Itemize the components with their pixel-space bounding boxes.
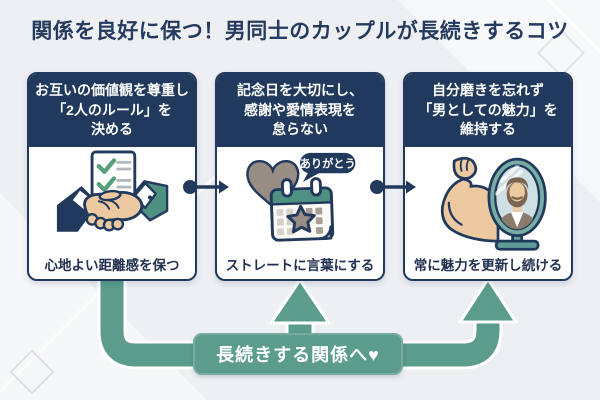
flexing-arm — [440, 156, 500, 243]
handshake — [56, 180, 169, 232]
card-self-improvement-body: 常に魅力を更新し続ける — [405, 150, 571, 279]
heading-line: 決める — [91, 121, 133, 137]
card-self-improvement-caption: 常に魅力を更新し続ける — [413, 258, 563, 273]
card-rules-heading: お互いの価値観を尊重し 「2人のルール」を 決める — [29, 74, 195, 147]
heading-line: 「男としての魅力」を — [418, 101, 558, 118]
heading-line: 感謝や愛情表現を — [244, 101, 356, 118]
background-diamond — [9, 349, 55, 395]
card-self-improvement: 自分磨きを忘れず 「男としての魅力」を 維持する — [403, 72, 573, 281]
card-gratitude: 記念日を大切にし、 感謝や愛情表現を 怠らない — [215, 72, 385, 281]
bicep-mirror-icon — [440, 156, 547, 251]
standing-mirror — [487, 157, 547, 251]
arrow-card2-to-card3 — [370, 180, 416, 194]
conclusion-banner: 長続きする関係へ♥ — [193, 333, 403, 375]
arrow-card1-to-card2 — [183, 180, 229, 194]
heading-line: 怠らない — [272, 121, 328, 137]
heading-line: 記念日を大切にし、 — [237, 82, 363, 98]
conclusion-banner-label: 長続きする関係へ♥ — [216, 345, 380, 365]
heading-line: 自分磨きを忘れず — [432, 82, 544, 98]
card-gratitude-body: ありがとう ストレートに言葉にする — [217, 150, 383, 279]
heading-line: お互いの価値観を尊重し — [35, 82, 189, 98]
heading-line: 「2人のルール」を — [52, 101, 172, 118]
thanks-bubble: ありがとう — [300, 152, 356, 183]
page-fold — [318, 225, 333, 240]
card-self-improvement-heading: 自分磨きを忘れず 「男としての魅力」を 維持する — [405, 74, 571, 147]
card-rules-caption: 心地よい距離感を保つ — [44, 258, 180, 273]
up-arrowhead-right — [458, 277, 518, 324]
thanks-bubble-label: ありがとう — [300, 156, 356, 170]
page-title: 関係を良好に保つ！男同士のカップルが長続きするコツ — [31, 20, 569, 43]
handshake-checklist-icon — [56, 150, 169, 232]
card-gratitude-heading: 記念日を大切にし、 感謝や愛情表現を 怠らない — [217, 74, 383, 147]
up-arrowhead-center — [269, 278, 331, 325]
calendar — [269, 177, 335, 242]
heart-calendar-icon: ありがとう — [246, 152, 356, 242]
heading-line: 維持する — [460, 121, 516, 137]
star-shape — [286, 204, 316, 234]
card-rules-body: 心地よい距離感を保つ — [29, 150, 195, 279]
card-rules: お互いの価値観を尊重し 「2人のルール」を 決める — [27, 72, 197, 281]
card-gratitude-caption: ストレートに言葉にする — [225, 258, 375, 273]
